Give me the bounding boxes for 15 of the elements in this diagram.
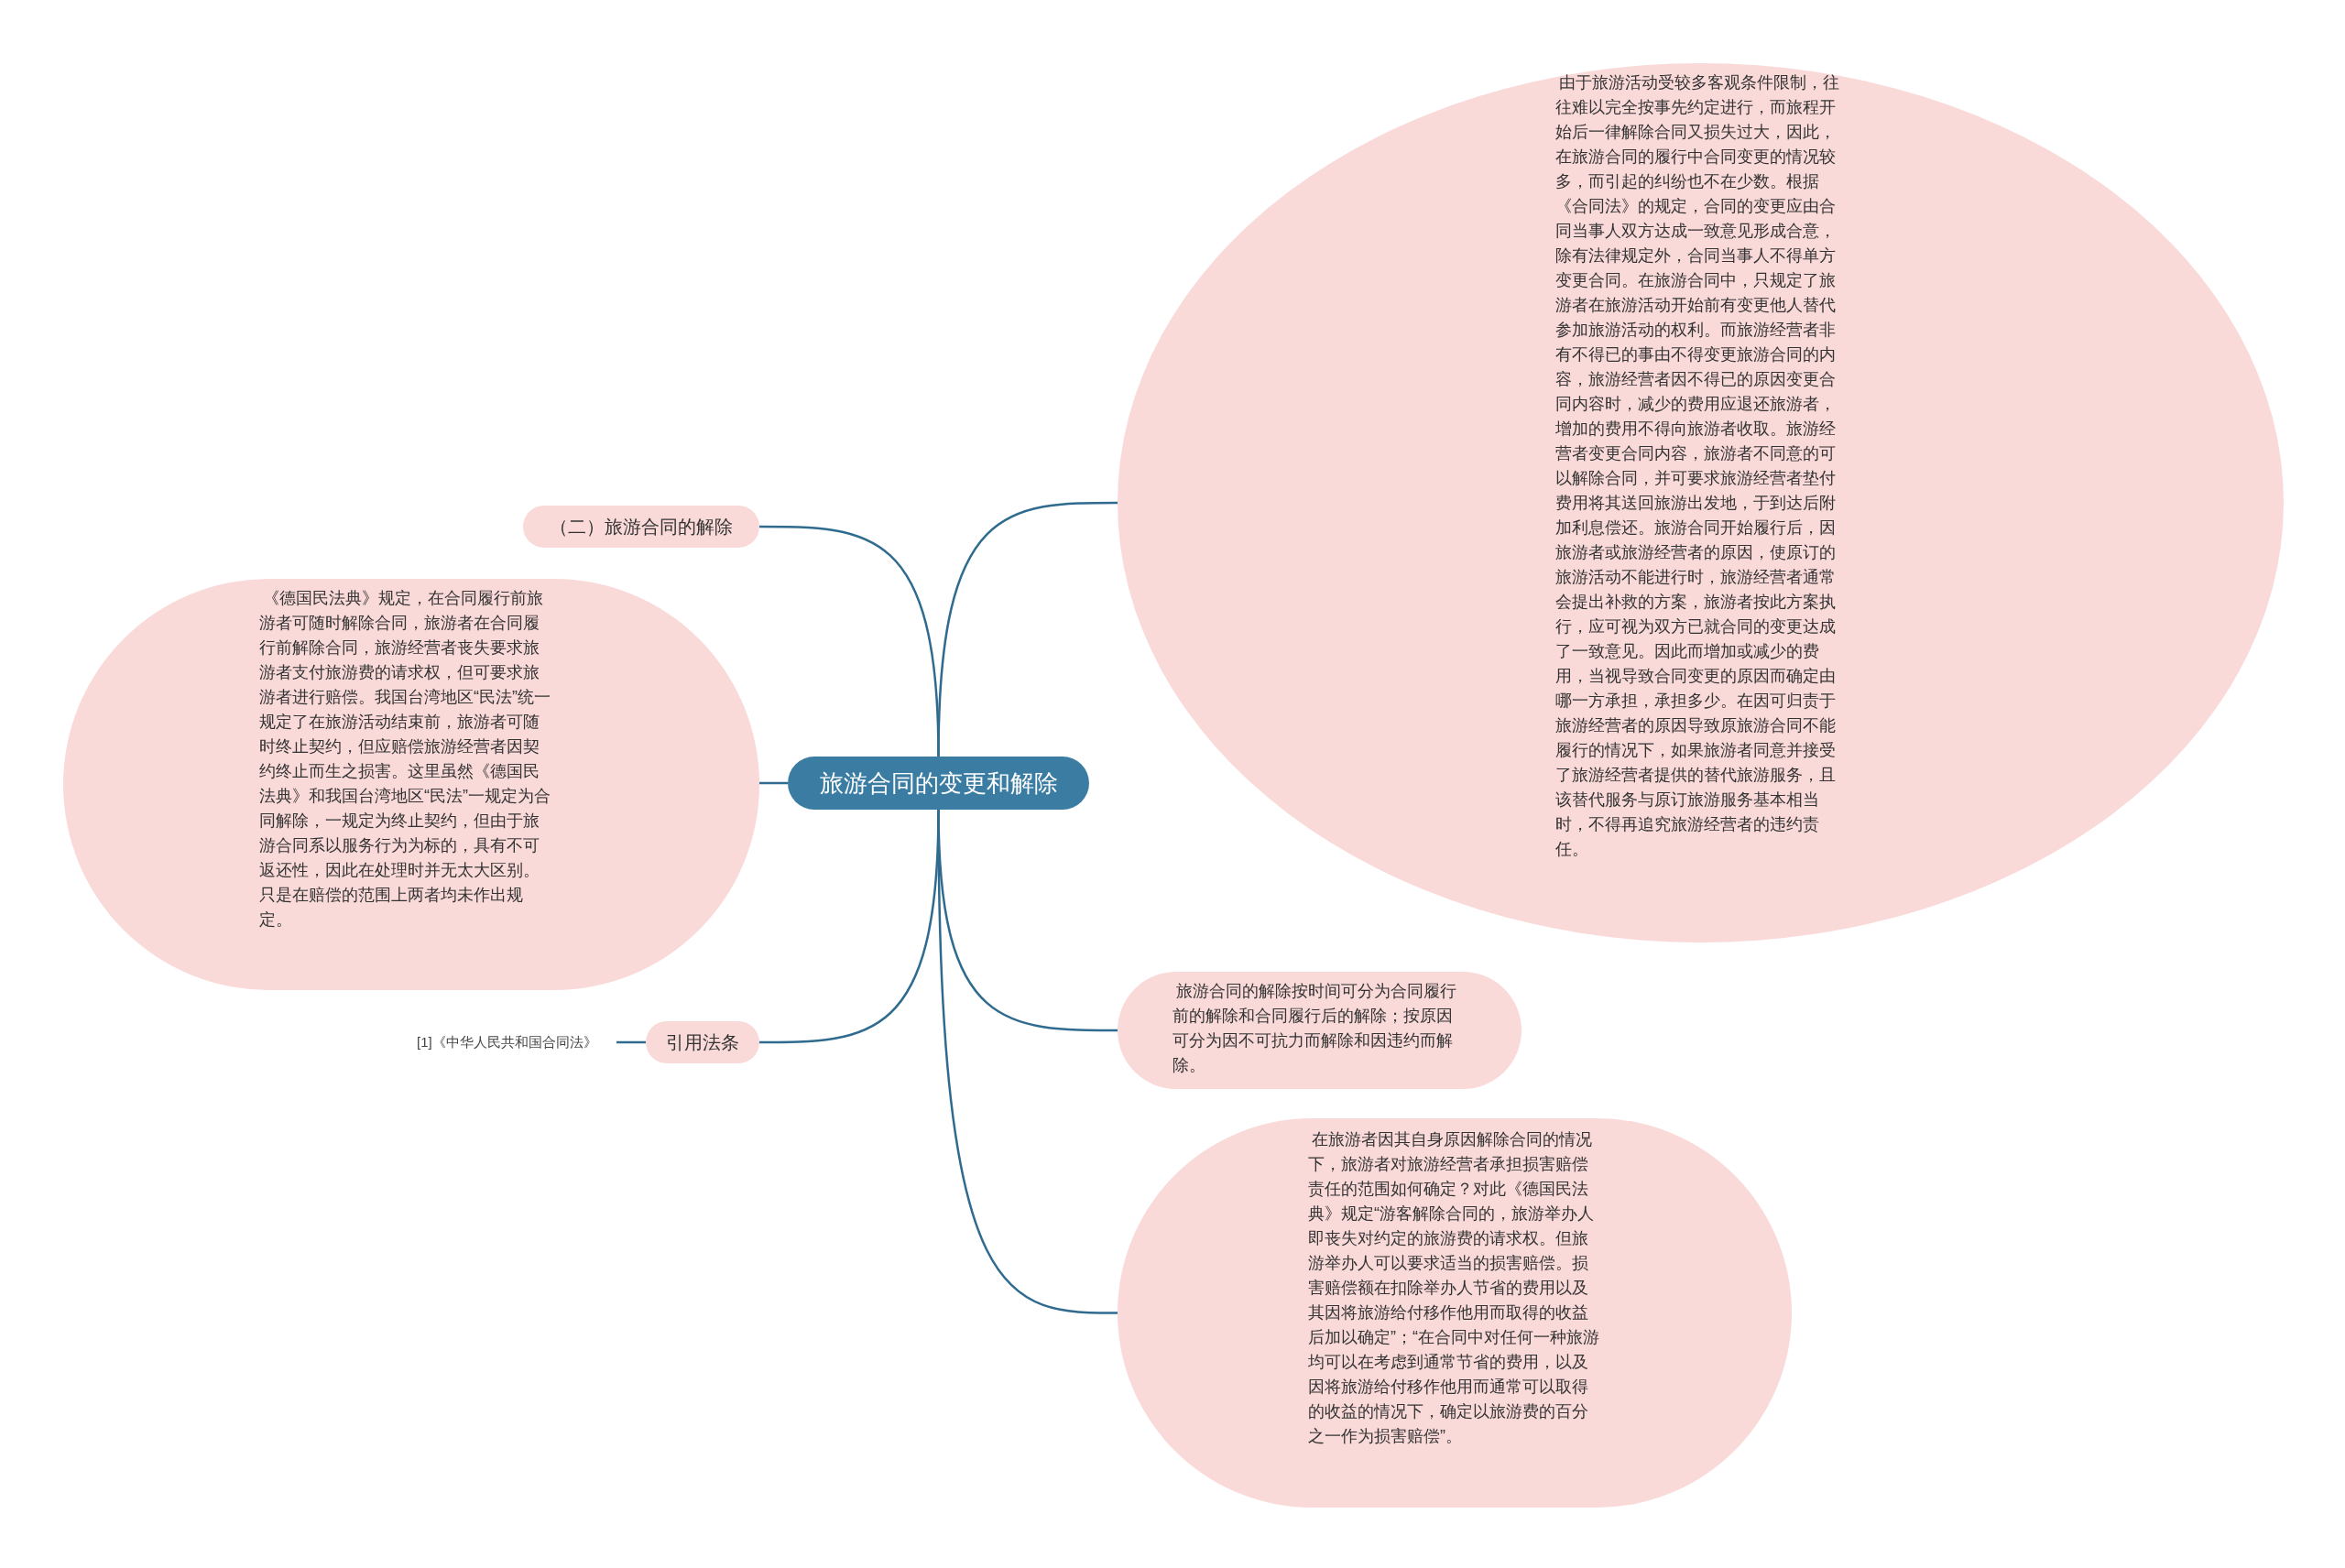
- subtopic-text: 引用法条: [666, 1030, 739, 1054]
- note-text: 由于旅游活动受较多客观条件限制，往往难以完全按事先约定进行，而旅程开始后一律解除合同又损失过大，因此，在旅游合同的履行中合同变更的情况较多，而引起的纠纷也不在少数。根据《合同法》的规定，合同的变更应由合同当事人双方达成一致意见形成合意，除有法律规定外，合同当事人不得单方变更合同。在旅游合同中，只规定了旅游者在旅游活动开始前有变更他人替代参加旅游活动的权利。而旅游经营者非有不得已的事由不得变更旅游合同的内容，旅游经营者因不得已的原因变更合同内容时，减少的费用应退还旅游者，增加的费用不得向旅游者收取。旅游经营者变更合同内容，旅游者不同意的可以解除合同，并可要求旅游经营者垫付费用将其送回旅游出发地，于到达后附加利息偿还。旅游合同开始履行后，因旅游者或旅游经营者的原因，使原订的旅游活动不能进行时，旅游经营者通常会提出补救的方案，旅游者按此方案执行，应可视为双方已就合同的变更达成了一致意见。因此而增加或减少的费用，当视导致合同变更的原因而确定由哪一方承担，承担多少。在因可归责于旅游经营者的原因导致原旅游合同不能履行的情况下，如果旅游者同意并接受了旅游经营者提供的替代旅游服务，且该替代服务与原订旅游服务基本相当时，不得再追究旅游经营者的违约责任。: [1555, 72, 1840, 860]
- subtopic-box: [523, 506, 759, 548]
- connector-line: [759, 781, 788, 785]
- subtopic-box: [646, 1021, 759, 1063]
- reference-text: [1]《中华人民共和国合同法》: [417, 1030, 609, 1054]
- connector-line: [937, 501, 1118, 757]
- subtopic-text: （二）旅游合同的解除: [550, 515, 733, 539]
- topic-box: [788, 757, 1089, 810]
- note-text: 在旅游者因其自身原因解除合同的情况下，旅游者对旅游经营者承担损害赔偿责任的范围如何确定？对此《德国民法典》规定“游客解除合同的，旅游举办人即丧失对约定的旅游费的请求权。但旅游举办人可以要求适当的损害赔偿。损害赔偿额在扣除举办人节省的费用以及其因将旅游给付移作他用而取得的收益后加以确定”；“在合同中对任何一种旅游均可以在考虑到通常节省的费用，以及因将旅游给付移作他用而通常可以取得的收益的情况下，确定以旅游费的百分之一作为损害赔偿”。: [1308, 1129, 1600, 1447]
- note-text: 《德国民法典》规定，在合同履行前旅游者可随时解除合同，旅游者在合同履行前解除合同，旅游经营者丧失要求旅游者支付旅游费的请求权，但可要求旅游者进行赔偿。我国台湾地区“民法”统一规定了在旅游活动结束前，旅游者可随时终止契约，但应赔偿旅游经营者因契约终止而生之损害。这里虽然《德国民法典》和我国台湾地区“民法”一规定为合同解除，一规定为终止契约，但由于旅游合同系以服务行为为标的，具有不可返还性，因此在处理时并无太大区别。只是在赔偿的范围上两者均未作出规定。: [259, 588, 551, 931]
- connector-line: [937, 810, 1118, 1314]
- note-text: 旅游合同的解除按时间可分为合同履行前的解除和合同履行后的解除；按原因可分为因不可抗力而解除和因违约而解除。: [1172, 981, 1457, 1076]
- topic-text: 旅游合同的变更和解除: [819, 768, 1058, 799]
- connector-line: [616, 1040, 646, 1044]
